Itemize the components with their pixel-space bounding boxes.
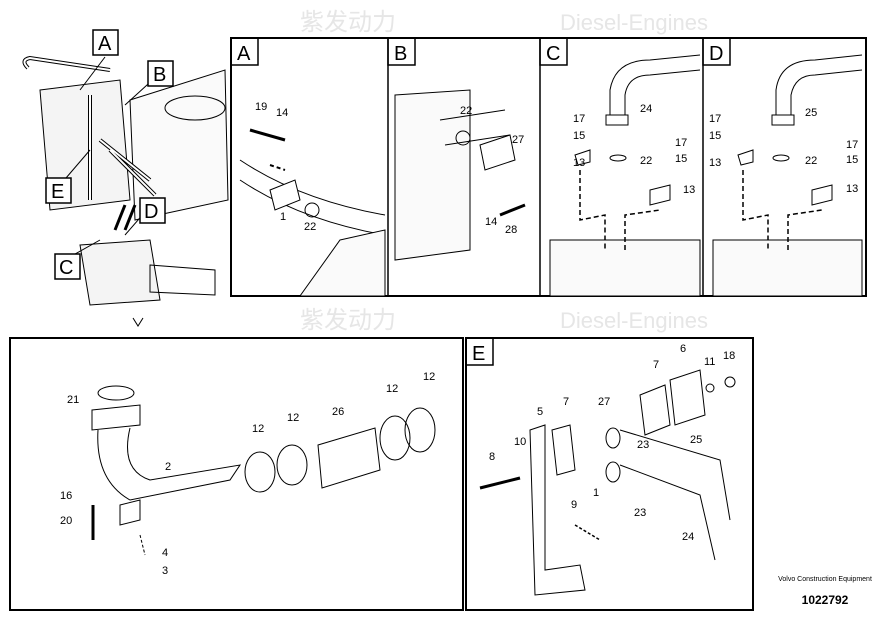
svg-text:12: 12 — [252, 423, 264, 435]
svg-text:23: 23 — [637, 439, 649, 451]
svg-text:13: 13 — [709, 157, 721, 169]
svg-text:紫发动力: 紫发动力 — [300, 9, 396, 36]
svg-text:23: 23 — [634, 507, 646, 519]
svg-text:24: 24 — [640, 103, 652, 115]
svg-text:15: 15 — [709, 130, 721, 142]
svg-text:15: 15 — [846, 154, 858, 166]
part-labels-top: 19 14 1 22 22 27 14 28 17 15 24 17 15 13… — [255, 101, 858, 236]
svg-text:15: 15 — [573, 130, 585, 142]
part-labels-e: E 7 6 11 18 5 7 27 10 25 8 23 1 9 23 24 — [472, 343, 735, 543]
part-labels-main: 21 12 12 2 12 12 26 16 20 4 3 — [60, 371, 435, 577]
detail-panel-e — [465, 337, 754, 611]
svg-text:22: 22 — [460, 105, 472, 117]
svg-text:14: 14 — [276, 107, 288, 119]
svg-text:17: 17 — [846, 139, 858, 151]
svg-text:28: 28 — [505, 224, 517, 236]
svg-text:1: 1 — [280, 211, 286, 223]
svg-text:12: 12 — [423, 371, 435, 383]
svg-text:4: 4 — [162, 547, 168, 559]
svg-text:24: 24 — [682, 531, 694, 543]
svg-text:16: 16 — [60, 490, 72, 502]
svg-text:12: 12 — [386, 383, 398, 395]
svg-text:26: 26 — [332, 406, 344, 418]
svg-text:22: 22 — [805, 155, 817, 167]
svg-text:25: 25 — [690, 434, 702, 446]
svg-text:10: 10 — [514, 436, 526, 448]
svg-text:15: 15 — [675, 153, 687, 165]
svg-text:紫发动力: 紫发动力 — [300, 307, 396, 334]
svg-text:B: B — [394, 43, 407, 65]
svg-text:17: 17 — [573, 113, 585, 125]
svg-text:13: 13 — [846, 183, 858, 195]
svg-text:A: A — [237, 43, 251, 65]
svg-text:22: 22 — [640, 155, 652, 167]
watermark: 紫发动力 Diesel-Engines 紫发动力 Diesel-Engines — [300, 9, 708, 334]
manufacturer-caption: Volvo Construction Equipment — [778, 576, 872, 583]
svg-text:E: E — [472, 343, 485, 365]
detail-panels-top — [230, 37, 867, 297]
svg-text:27: 27 — [598, 396, 610, 408]
svg-text:12: 12 — [287, 412, 299, 424]
svg-text:D: D — [144, 201, 158, 223]
svg-text:25: 25 — [805, 107, 817, 119]
svg-text:13: 13 — [573, 157, 585, 169]
svg-text:E: E — [51, 181, 64, 203]
svg-text:27: 27 — [512, 134, 524, 146]
svg-text:11: 11 — [704, 356, 715, 368]
pipe-assembly-panel — [9, 337, 464, 611]
svg-text:17: 17 — [675, 137, 687, 149]
svg-text:6: 6 — [680, 343, 686, 355]
svg-text:1: 1 — [593, 487, 599, 499]
svg-text:Diesel-Engines: Diesel-Engines — [560, 10, 708, 35]
svg-text:17: 17 — [709, 113, 721, 125]
svg-text:20: 20 — [60, 515, 72, 527]
svg-text:8: 8 — [489, 451, 495, 463]
svg-text:2: 2 — [165, 461, 171, 473]
svg-text:C: C — [546, 43, 560, 65]
svg-text:18: 18 — [723, 350, 735, 362]
svg-text:D: D — [709, 43, 723, 65]
svg-text:7: 7 — [563, 396, 569, 408]
panel-titles: A B C D — [237, 43, 723, 65]
svg-text:13: 13 — [683, 184, 695, 196]
svg-text:21: 21 — [67, 394, 79, 406]
svg-text:Diesel-Engines: Diesel-Engines — [560, 308, 708, 333]
svg-text:A: A — [98, 33, 112, 55]
svg-text:19: 19 — [255, 101, 267, 113]
svg-text:14: 14 — [485, 216, 497, 228]
svg-text:3: 3 — [162, 565, 168, 577]
svg-text:C: C — [59, 257, 73, 279]
svg-text:5: 5 — [537, 406, 543, 418]
svg-text:9: 9 — [571, 499, 577, 511]
overview-callouts: A B E D C — [45, 29, 174, 327]
svg-text:B: B — [153, 64, 166, 86]
svg-text:22: 22 — [304, 221, 316, 233]
diagram-number: 1022792 — [801, 593, 849, 607]
svg-text:7: 7 — [653, 359, 659, 371]
